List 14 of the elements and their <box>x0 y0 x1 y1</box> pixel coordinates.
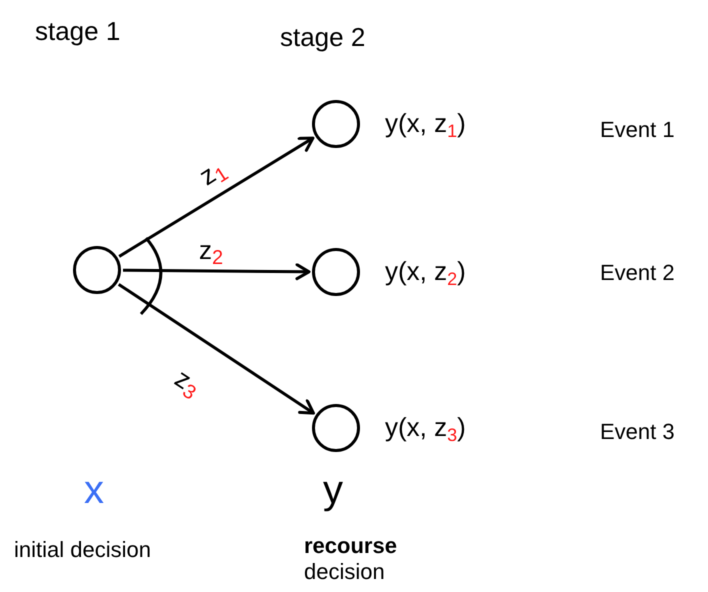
variable-label: x <box>84 470 104 510</box>
stage-label: stage 1 <box>35 15 120 48</box>
event-label: Event 3 <box>600 418 675 446</box>
formula-label: y(x, z$_{2}$) <box>385 258 466 284</box>
event-label: Event 1 <box>600 116 675 144</box>
arrow <box>122 263 310 280</box>
decision-caption: recourse decision <box>304 533 398 585</box>
decision-caption: initial decision <box>14 536 151 564</box>
formula-label: y(x, z$_{3}$) <box>385 414 466 440</box>
variable-label: y <box>323 470 343 510</box>
event-label: Event 2 <box>600 259 675 287</box>
edge-label: z$_{2}$ <box>198 237 224 263</box>
formula-label: y(x, z$_{1}$) <box>385 110 466 136</box>
stage-label: stage 2 <box>280 21 366 54</box>
